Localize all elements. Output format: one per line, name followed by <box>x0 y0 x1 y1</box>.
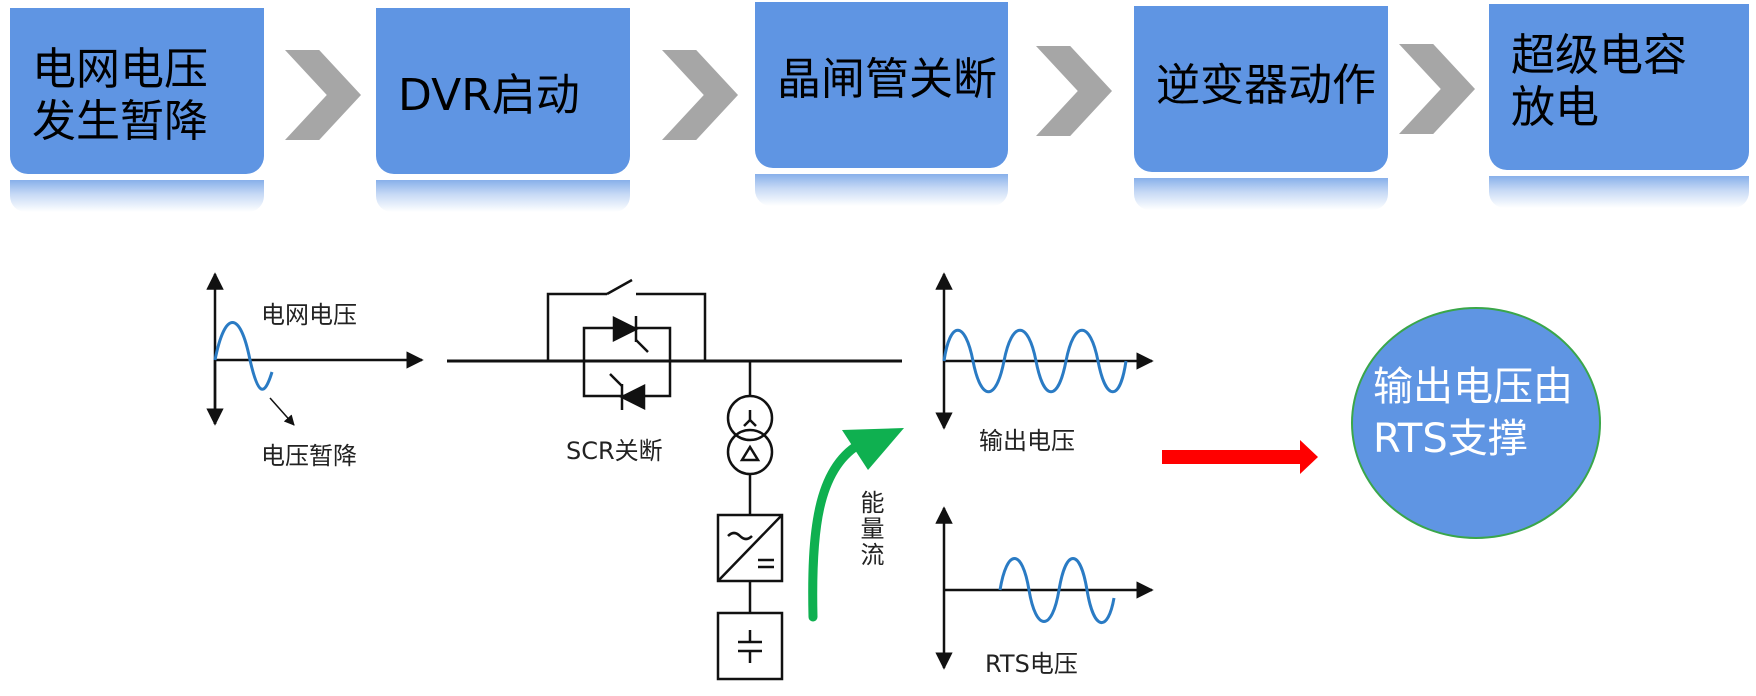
step-2-reflection <box>376 180 630 212</box>
scr-off-label: SCR关断 <box>566 437 663 465</box>
step-4-reflection <box>1134 178 1388 210</box>
step-5-box: 超级电容 放电 <box>1489 4 1749 170</box>
step-5-line2: 放电 <box>1511 82 1599 133</box>
step-1-box: 电网电压 发生暂降 <box>10 8 264 174</box>
step-5-reflection <box>1489 176 1749 208</box>
step-1-reflection <box>10 180 264 212</box>
result-line1: 输出电压由 <box>1373 364 1573 410</box>
grid-voltage-wave <box>213 321 274 391</box>
switch-icon <box>546 278 707 361</box>
grid-voltage-label: 电网电压 <box>261 301 357 329</box>
step-5-line1: 超级电容 <box>1511 30 1687 81</box>
step-2-box: DVR启动 <box>376 8 630 174</box>
rts-voltage-axes <box>935 506 1154 670</box>
step-1-line2: 发生暂降 <box>32 96 208 147</box>
output-voltage-wave <box>942 328 1128 394</box>
step-3-reflection <box>755 174 1008 206</box>
result-line2: RTS支撑 <box>1373 416 1528 462</box>
step-2-line1: DVR启动 <box>398 70 580 121</box>
capacitor-icon <box>716 611 784 681</box>
rts-voltage-wave <box>998 557 1116 624</box>
step-4-line1: 逆变器动作 <box>1156 60 1376 111</box>
inverter-icon <box>716 513 784 613</box>
step-4-box: 逆变器动作 <box>1134 6 1388 172</box>
step-1-line1: 电网电压 <box>32 44 208 95</box>
step-3-box: 晶闸管关断 <box>755 2 1008 168</box>
result-circle: 输出电压由 RTS支撑 <box>1351 307 1601 539</box>
energy-flow-label: 能量流 <box>856 490 884 568</box>
rts-voltage-label: RTS电压 <box>985 650 1078 678</box>
curved-arrow-icon <box>808 428 904 622</box>
voltage-sag-label: 电压暂降 <box>261 442 357 470</box>
thyristor-icon <box>582 315 672 411</box>
right-arrow-icon <box>1162 440 1318 474</box>
output-voltage-axes <box>935 272 1154 430</box>
sag-pointer-arrow <box>269 397 295 426</box>
transformer-icon <box>726 361 774 515</box>
output-voltage-label: 输出电压 <box>979 427 1075 455</box>
step-3-line1: 晶闸管关断 <box>777 54 997 105</box>
